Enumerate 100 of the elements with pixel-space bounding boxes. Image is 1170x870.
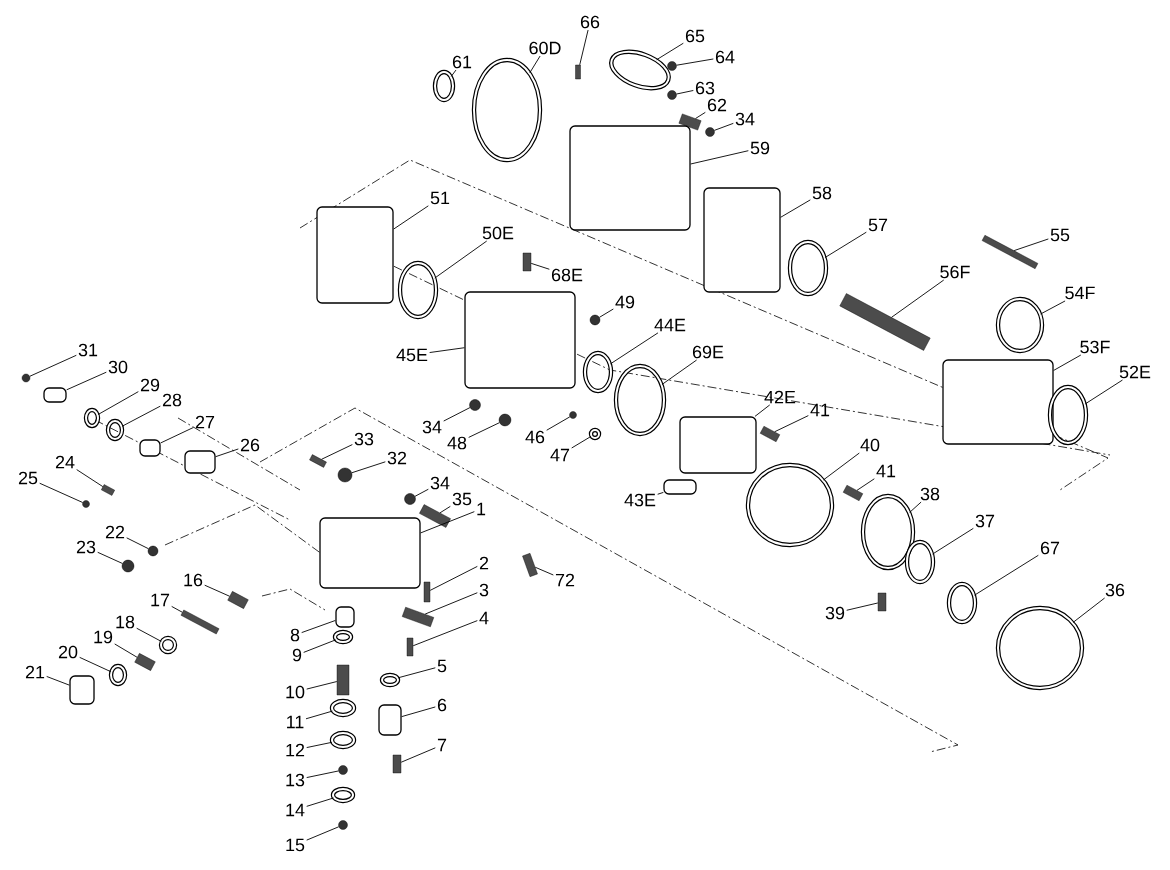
callout-number: 36 — [1105, 583, 1125, 597]
callout-number: 6 — [437, 698, 447, 712]
leader-line — [974, 554, 1039, 596]
callout-number: 28 — [162, 393, 182, 407]
callout-number: 19 — [94, 630, 113, 644]
leader-line — [351, 461, 386, 474]
leader-line — [529, 55, 541, 74]
leader-line — [79, 656, 112, 673]
leader-line — [443, 407, 471, 422]
part-drawing — [946, 581, 978, 625]
leader-line — [29, 354, 77, 377]
leader-line — [932, 527, 974, 555]
part-drawing — [316, 206, 394, 304]
callout-number: 65 — [685, 29, 705, 43]
callout-number: 43E — [624, 493, 656, 507]
callout-number: 52E — [1119, 365, 1151, 379]
part-drawing — [498, 413, 512, 427]
leader-line — [754, 404, 771, 417]
part-drawing — [981, 235, 1039, 269]
part-drawing — [330, 786, 356, 804]
callout-number: 55 — [1050, 228, 1070, 242]
callout-number: 38 — [920, 487, 940, 501]
leader-line — [695, 111, 706, 119]
part-drawing — [108, 663, 128, 687]
callout-number: 17 — [151, 593, 170, 607]
leader-line — [676, 90, 694, 95]
part-drawing — [336, 664, 350, 696]
callout-number: 25 — [18, 471, 38, 485]
leader-line — [534, 566, 554, 576]
leader-line — [780, 199, 811, 218]
callout-number: 9 — [292, 648, 302, 662]
leader-line — [824, 231, 867, 258]
leader-line — [909, 501, 922, 513]
part-drawing — [569, 125, 691, 231]
callout-number: 35 — [452, 492, 472, 506]
part-drawing — [184, 450, 216, 474]
leader-line — [397, 667, 436, 679]
part-drawing — [402, 606, 434, 628]
leader-line — [661, 359, 698, 385]
callout-number: 21 — [25, 665, 45, 679]
callout-number: 64 — [715, 50, 735, 64]
leader-line — [66, 371, 107, 391]
part-drawing — [121, 559, 135, 573]
part-drawing — [404, 493, 416, 505]
callout-number: 18 — [116, 615, 135, 629]
part-drawing — [319, 517, 421, 589]
leader-line — [468, 422, 500, 438]
callout-number: 72 — [555, 573, 575, 587]
leader-line — [656, 42, 684, 61]
leader-line — [429, 347, 465, 353]
leader-line — [579, 29, 589, 66]
part-drawing — [678, 113, 702, 131]
leader-line — [121, 405, 161, 427]
callout-number: 24 — [55, 455, 75, 469]
leader-line — [306, 826, 340, 841]
callout-number: 33 — [354, 432, 374, 446]
callout-number: 31 — [78, 343, 98, 357]
callout-number: 14 — [286, 803, 305, 817]
part-drawing — [329, 698, 357, 718]
callout-number: 47 — [550, 448, 570, 462]
leader-line — [171, 605, 183, 613]
leader-line — [76, 469, 104, 488]
part-drawing — [392, 754, 402, 774]
leader-line — [823, 452, 860, 481]
part-drawing — [423, 581, 431, 603]
leader-line — [160, 427, 194, 444]
leader-line — [306, 681, 338, 690]
part-drawing — [745, 462, 835, 548]
callout-number: 8 — [290, 628, 300, 642]
part-drawing — [522, 252, 532, 272]
callout-number: 68E — [551, 268, 583, 282]
leader-line — [321, 444, 353, 460]
leader-line — [97, 391, 139, 415]
part-drawing — [134, 653, 156, 671]
leader-line — [39, 482, 84, 503]
part-drawing — [406, 637, 414, 657]
part-drawing — [464, 291, 576, 389]
part-drawing — [69, 675, 95, 705]
part-drawing — [663, 479, 697, 495]
part-drawing — [147, 545, 159, 557]
part-drawing — [667, 61, 677, 71]
part-drawing — [569, 411, 577, 419]
callout-number: 45E — [396, 348, 428, 362]
part-drawing — [82, 500, 90, 508]
part-drawing — [335, 606, 355, 628]
leader-line — [657, 491, 664, 495]
callout-number: 56F — [940, 265, 970, 279]
part-drawing — [180, 609, 220, 635]
leader-line — [690, 150, 749, 165]
part-drawing — [759, 426, 781, 442]
leader-line — [126, 537, 149, 550]
callout-number: 13 — [286, 773, 305, 787]
callout-number: 48 — [447, 436, 467, 450]
part-drawing — [1047, 384, 1089, 446]
leader-line — [420, 511, 475, 534]
callout-number: 59 — [750, 141, 770, 155]
part-drawing — [158, 635, 178, 655]
part-drawing — [378, 704, 402, 736]
callout-number: 20 — [58, 645, 78, 659]
part-drawing — [101, 484, 115, 496]
